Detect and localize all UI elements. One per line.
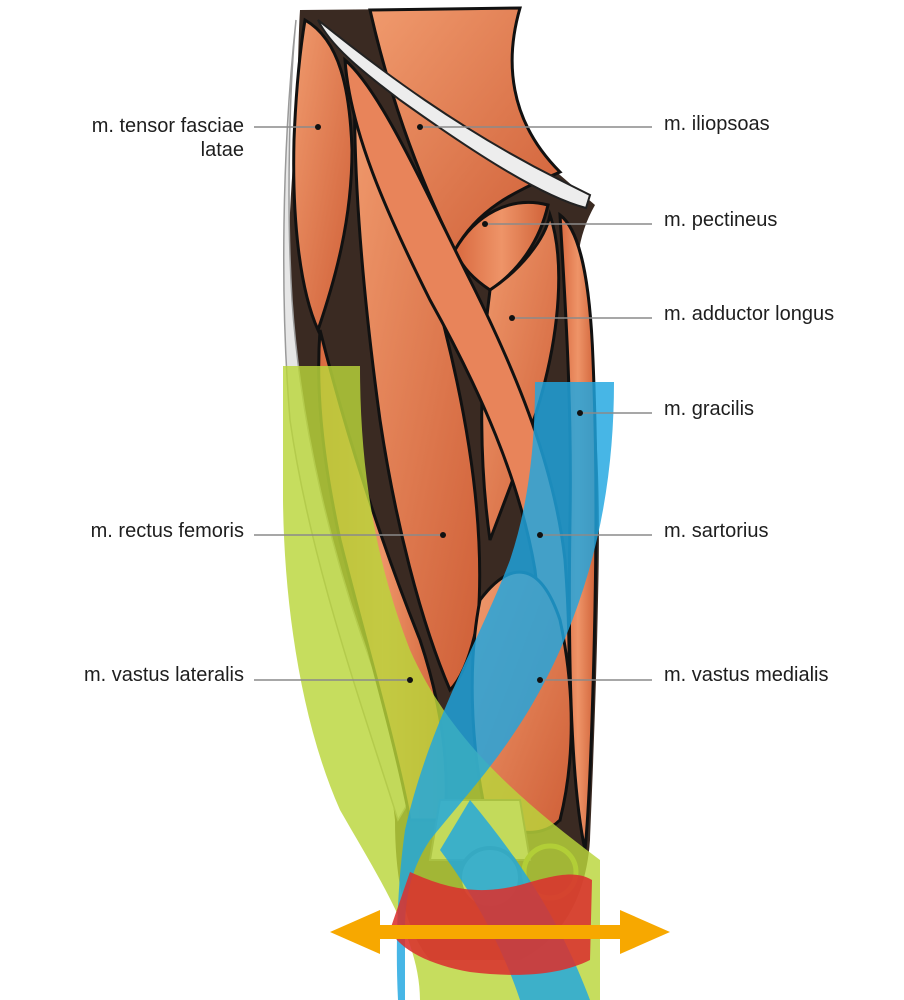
label-gracilis: m. gracilis (664, 397, 754, 421)
dot-iliopsoas (417, 124, 423, 130)
label-tensor-line1: m. tensor fasciae (0, 114, 244, 138)
label-vastus-lateralis: m. vastus lateralis (0, 663, 244, 687)
dot-adductor (509, 315, 515, 321)
dot-sartorius (537, 532, 543, 538)
dot-rectus (440, 532, 446, 538)
label-rectus-femoris: m. rectus femoris (0, 519, 244, 543)
dot-vastus-lat (407, 677, 413, 683)
label-vastus-medialis: m. vastus medialis (664, 663, 829, 687)
dot-pectineus (482, 221, 488, 227)
dot-gracilis (577, 410, 583, 416)
label-adductor-longus: m. adductor longus (664, 302, 834, 326)
label-pectineus: m. pectineus (664, 208, 777, 232)
label-sartorius: m. sartorius (664, 519, 768, 543)
dot-vastus-med (537, 677, 543, 683)
label-iliopsoas: m. iliopsoas (664, 112, 770, 136)
dot-tensor (315, 124, 321, 130)
label-tensor-fasciae-latae: m. tensor fasciae latae (0, 114, 244, 162)
label-tensor-line2: latae (0, 138, 244, 162)
